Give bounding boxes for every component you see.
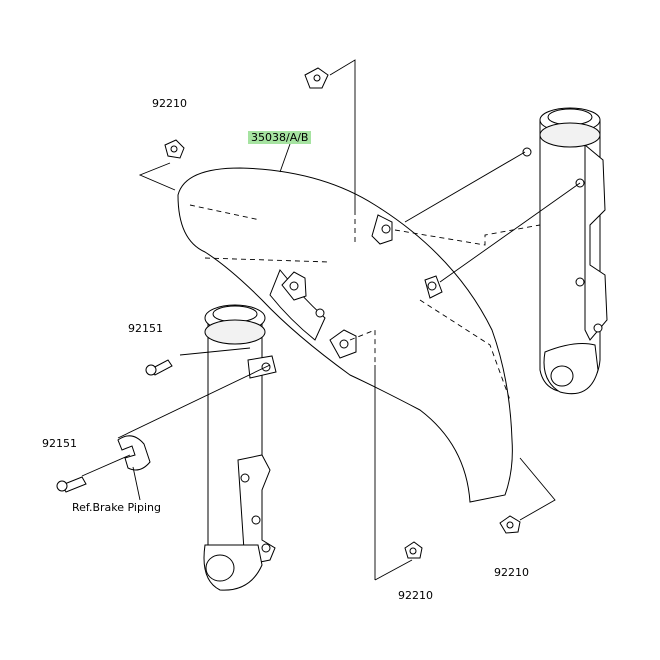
label-nut-bottom-center[interactable]: 92210 xyxy=(398,589,433,602)
label-bolt-upper[interactable]: 92151 xyxy=(128,322,163,335)
label-bolt-lower[interactable]: 92151 xyxy=(42,437,77,450)
label-nut-top-left[interactable]: 92210 xyxy=(152,97,187,110)
left-fork-tube xyxy=(203,304,277,591)
right-fork-tube xyxy=(522,107,608,395)
label-nut-bottom-right[interactable]: 92210 xyxy=(494,566,529,579)
leader-lines xyxy=(81,59,581,581)
front-fender xyxy=(177,167,513,503)
label-ref-brake-piping[interactable]: Ref.Brake Piping xyxy=(72,501,161,514)
label-front-fender[interactable]: 35038/A/B xyxy=(248,131,312,144)
hardware xyxy=(56,67,521,559)
